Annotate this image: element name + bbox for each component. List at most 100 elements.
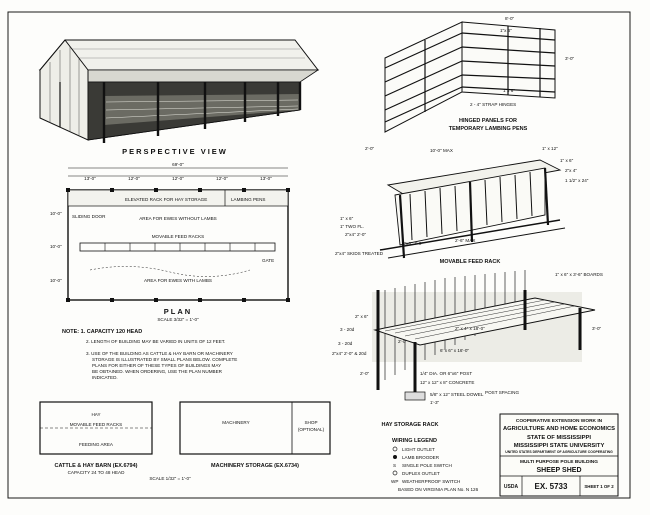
plan-ewes-without: AREA FOR EWES WITHOUT LAMBS [139,216,217,221]
wiring-item-2: SINGLE POLE SWITCH [402,463,452,468]
feed-rack-dim-7: 2'-6" MAX [455,238,475,243]
small-shop: SHOP [304,420,317,425]
feed-rack-dim-9: 1" x 6" [340,216,354,221]
hay-rack-title: HAY STORAGE RACK [381,422,438,428]
panels-title-2: TEMPORARY LAMBING PENS [449,126,528,132]
hay-label-3: 6' x 6" x 16'-0" [440,348,469,353]
feed-rack-dim-3: 2"x 4" [565,168,577,173]
hay-rack-view: 1" x 6" x 3'-6" BOARDS 2" x 6" 2" x 4" x… [332,270,603,428]
wiring-item-0: LIGHT OUTLET [402,447,435,452]
hay-label-13: 3 - 20d [338,341,353,346]
cattle-sub: CAPACITY 24 TO 48 HEAD [68,470,126,475]
machinery-plan: MACHINERY SHOP (OPTIONAL) MACHINERY STOR… [149,401,331,481]
note-6: INDICATED. [92,375,118,380]
panel-width: 8'-0" [505,16,515,21]
tb-agency: USDA [504,484,519,490]
plan-elevated-rack: ELEVATED RACK FOR HAY STORAGE [125,197,207,202]
note-0: NOTE: 1. CAPACITY 120 HEAD [62,329,142,335]
feed-rack-dim-4: 1 1/2" x 24" [565,178,589,183]
hay-label-14: 2"x4" 2'-0" & 20d [332,351,367,356]
wiring-glyph-s: S [393,463,396,468]
feed-rack-dim-5: 2"x6" 7'-0" [402,241,423,246]
wiring-legend: WIRING LEGEND LIGHT OUTLET LAMB BROODER … [391,438,479,492]
plan-lambing-pens: LAMBING PENS [231,197,265,202]
hay-label-2: 2" x 4" x 18'-0" [455,326,485,331]
notes-block: NOTE: 1. CAPACITY 120 HEAD 2. LENGTH OF … [62,329,237,380]
hay-label-0: 1" x 6" x 3'-6" BOARDS [555,272,603,277]
feed-rack-length: 10'-0" MAX [430,148,453,153]
hay-label-7: 1/4" DIA. OR 6"x6" POST [420,371,472,376]
panel-board-top: 1"x 6" [500,28,512,33]
tb-plan-no: EX. 5733 [535,482,568,491]
note-3: STORAGE IS ILLUSTRATED BY SMALL PLANS BE… [92,357,237,362]
tb-line4: MISSISSIPPI STATE UNIVERSITY [514,443,605,449]
plan-ewes-with: AREA FOR EWES WITH LAMBS [144,278,212,283]
feed-rack-dim-10: 1" TWO FL. [340,224,364,229]
machinery-title: MACHINERY STORAGE (EX.6734) [211,463,299,469]
tb-line5: UNITED STATES DEPARTMENT OF AGRICULTURE … [505,450,613,454]
tb-sheet: SHEET 1 OF 2 [584,484,614,489]
feed-rack-dim-6: 2"x4" 2'-0" [345,232,366,237]
feed-rack-dim-8: 2"x4" SKIDS TREATED [335,251,384,256]
panel-height: 3'-0" [565,56,575,61]
plan-title: PLAN [164,307,192,316]
hinged-panels-view: 8'-0" 3'-0" 1"x 6" 1"x 6" 2 - 4" STRAP H… [384,16,575,133]
floor-plan: 69'-0" 13'-0" 12'-0" 12'-0" 12'-0" 13'-0… [50,162,290,322]
hay-label-9: 5/8" x 12" STEEL DOWEL [430,392,484,397]
wiring-glyph-wp: WP [391,479,398,484]
hay-label-12: 3 - 20d [340,327,355,332]
alt-scale: SCALE 1/32" = 1'-0" [149,476,191,481]
small-machinery: MACHINERY [222,420,249,425]
tb-line1: COOPERATIVE EXTENSION WORK IN [516,418,603,424]
panel-board-side: 1"x 6" [503,88,515,93]
hay-label-10: POST SPACING [485,390,519,395]
note-5: BE OBTAINED. WHEN ORDERING, USE THE PLAN… [92,369,223,374]
wiring-item-4: WEATHERPROOF SWITCH [402,479,460,484]
plan-movable-racks: MOVABLE FEED RACKS [152,234,205,239]
feed-rack-dim-2: 1" x 6" [560,158,574,163]
small-optional: (OPTIONAL) [298,427,325,432]
hay-label-5: 2'-0" [360,371,370,376]
tb-project: MULTI PURPOSE POLE BUILDING [520,459,598,465]
plan-overall: 69'-0" [172,162,184,167]
tb-line2: AGRICULTURE AND HOME ECONOMICS [503,426,615,432]
hay-label-11: 1'-3" [430,400,440,405]
wiring-basis: BASED ON VIRGINIA PLAN No. N 126 [398,487,479,492]
plan-bay-0: 13'-0" [84,176,96,181]
perspective-view: PERSPECTIVE VIEW [38,39,320,156]
sheet-border [7,11,631,499]
note-1: 2. LENGTH OF BUILDING MAY BE VARIED IN U… [86,339,225,344]
hay-label-8: 12" x 12" x 8" CONCRETE [420,380,474,385]
plan-bay-4: 13'-0" [260,176,272,181]
plan-gate: GATE [262,258,274,263]
feed-rack-view: 10'-0" MAX 2'-0" 1" x 12" 1" x 6" 2"x 4"… [335,146,589,265]
plan-left-dim-0: 10'-0" [50,211,62,216]
hay-label-1: 2" x 6" [355,314,369,319]
wiring-title: WIRING LEGEND [392,438,437,444]
plan-left-dim-2: 10'-0" [50,278,62,283]
note-2: 3. USE OF THE BUILDING AS CATTLE & HAY B… [86,351,233,356]
feed-rack-dim-1: 1" x 12" [542,146,558,151]
title-block: COOPERATIVE EXTENSION WORK IN AGRICULTUR… [499,413,619,497]
cattle-barn-plan: HAY MOVABLE FEED RACKS FEEDING AREA CATT… [39,401,153,475]
small-feeding: FEEDING AREA [79,442,114,447]
tb-line3: STATE OF MISSISSIPPI [527,435,591,441]
perspective-title: PERSPECTIVE VIEW [122,147,228,156]
plan-scale: SCALE 3/32" = 1'-0" [157,317,199,322]
small-racks: MOVABLE FEED RACKS [70,422,123,427]
plan-bay-2: 12'-0" [172,176,184,181]
note-4: PLANS FOR EITHER OF THESE TYPES OF BUILD… [92,363,221,368]
panels-title-1: HINGED PANELS FOR [459,118,517,124]
plan-door: SLIDING DOOR [72,214,106,219]
feed-rack-dim-0: 2'-0" [365,146,375,151]
tb-name: SHEEP SHED [537,467,582,474]
feed-rack-title: MOVABLE FEED RACK [440,259,501,265]
hay-label-4: 3'-0" [592,326,602,331]
wiring-item-1: LAMB BROODER [402,455,440,460]
wiring-item-3: DUPLEX OUTLET [402,471,440,476]
plan-bay-1: 12'-0" [128,176,140,181]
plan-left-dim-1: 10'-0" [50,244,62,249]
cattle-title: CATTLE & HAY BARN (EX.6794) [54,463,137,469]
